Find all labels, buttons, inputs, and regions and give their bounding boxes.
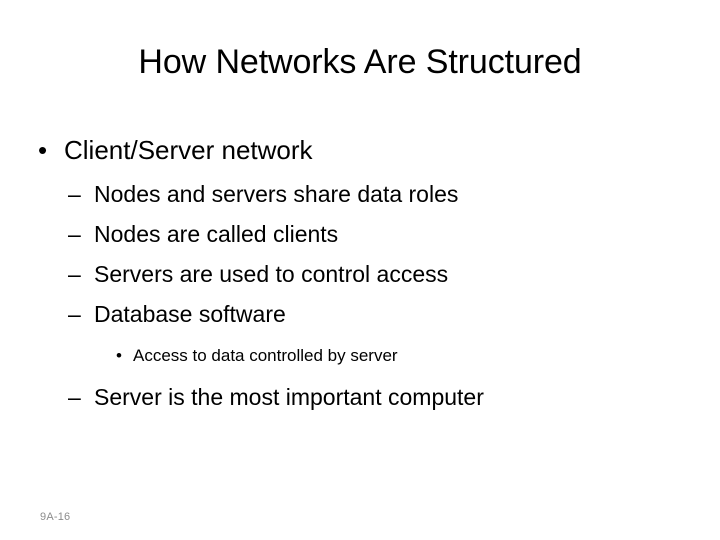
bullet-dot-icon: • [38, 135, 48, 165]
bullet-dash-icon: – [68, 221, 81, 247]
bullet-item-level2: – Server is the most important computer [0, 377, 720, 417]
bullet-dot-icon: • [116, 346, 122, 365]
bullet-dash-icon: – [68, 181, 81, 207]
bullet-item-level2: – Database software [0, 294, 720, 334]
bullet-dash-icon: – [68, 261, 81, 287]
bullet-dash-icon: – [68, 384, 81, 410]
bullet-text: Database software [94, 301, 286, 327]
bullet-item-level2: – Servers are used to control access [0, 254, 720, 294]
bullet-text: Client/Server network [64, 135, 313, 165]
bullet-dash-icon: – [68, 301, 81, 327]
bullet-text: Server is the most important computer [94, 384, 484, 410]
page-title: How Networks Are Structured [138, 43, 582, 81]
bullet-text: Nodes and servers share data roles [94, 181, 459, 207]
bullet-text: Nodes are called clients [94, 221, 339, 247]
bullet-item-level2: – Nodes and servers share data roles [0, 174, 720, 214]
bullet-text: Access to data controlled by server [133, 346, 398, 365]
bullet-item-level2: – Nodes are called clients [0, 214, 720, 254]
slide-body-content: • Client/Server network – Nodes and serv… [0, 128, 720, 417]
bullet-text: Servers are used to control access [94, 261, 449, 287]
slide-number: 9A-16 [40, 511, 71, 523]
bullet-item-level3: • Access to data controlled by server [0, 339, 720, 372]
bullet-item-level1: • Client/Server network [0, 128, 720, 172]
